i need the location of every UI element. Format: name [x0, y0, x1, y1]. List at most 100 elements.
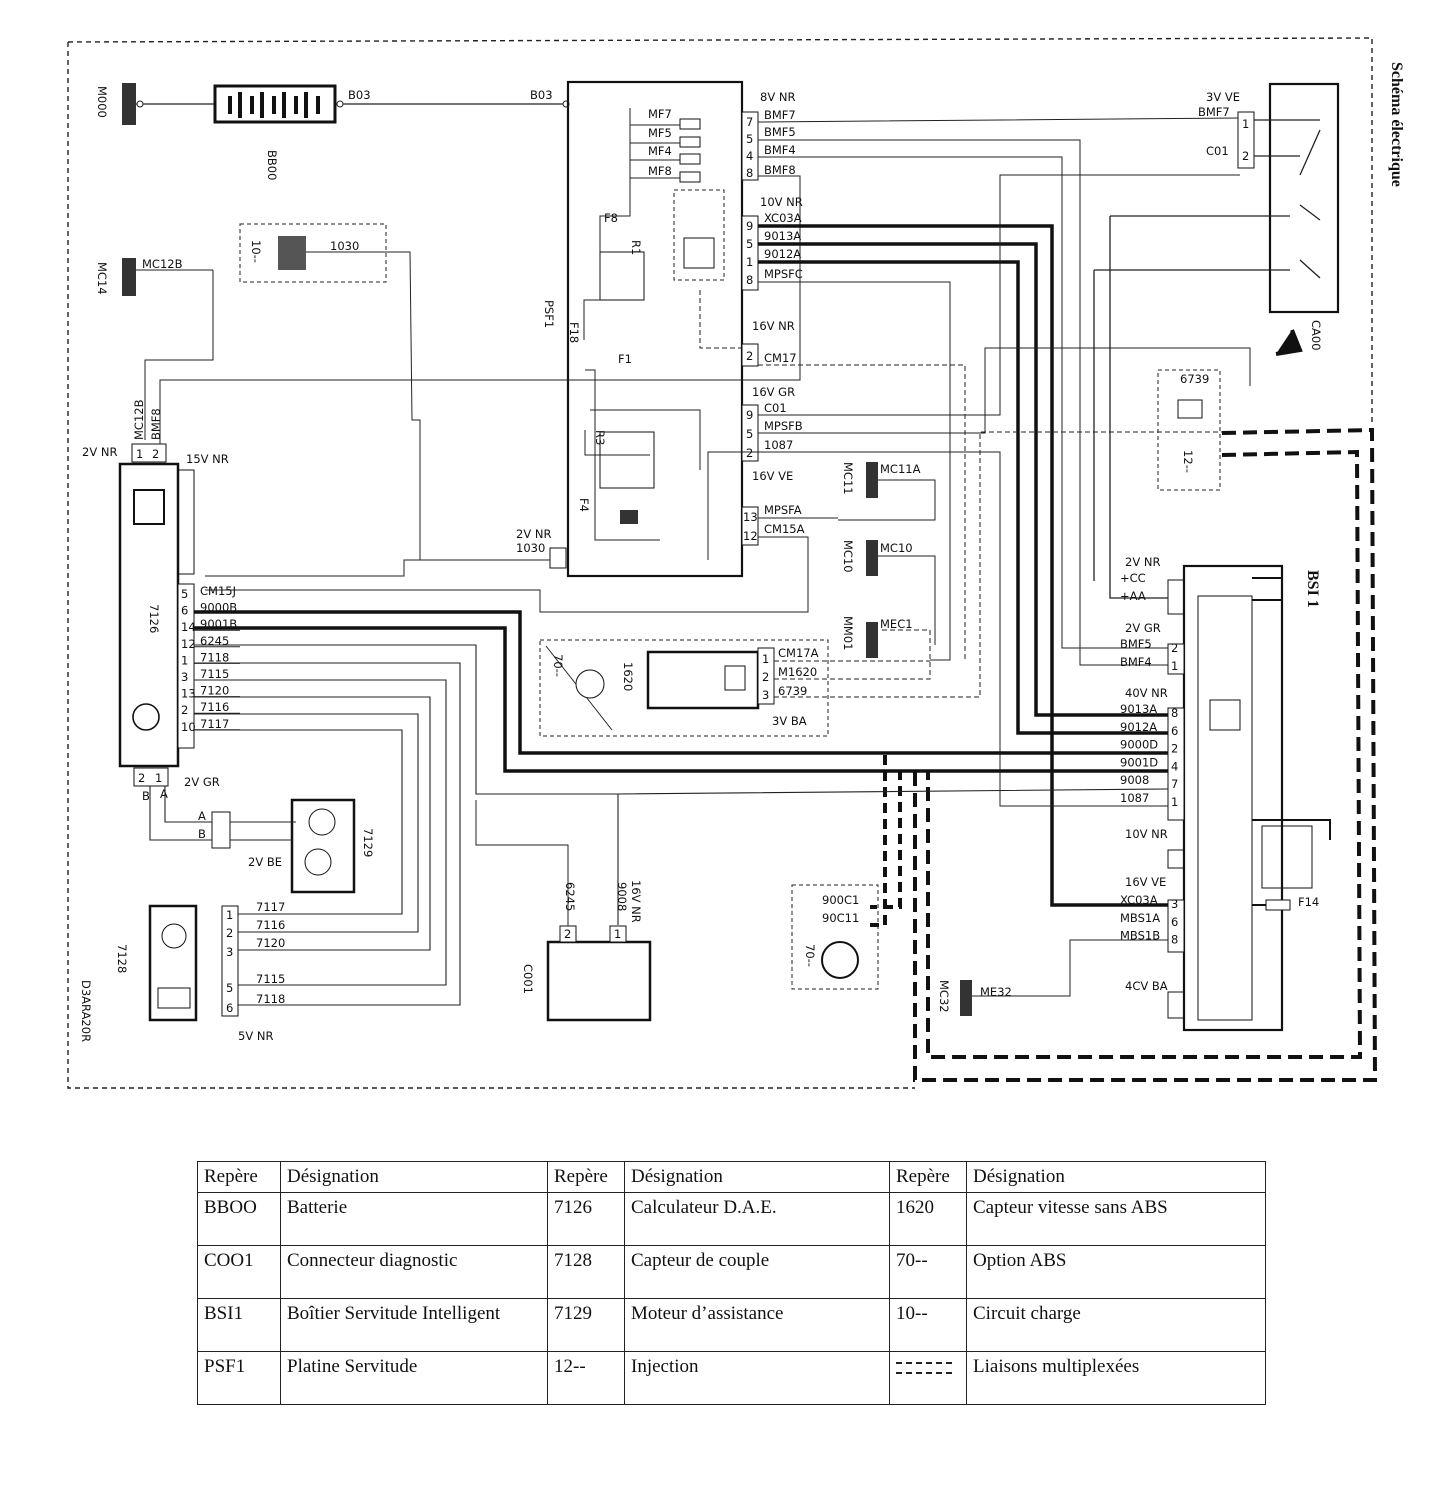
- bsi-box: F14 BSI 1: [1167, 564, 1331, 1032]
- pin: 8: [746, 273, 753, 287]
- ground-mc10: MC10 MC10: [841, 540, 936, 645]
- abs-label: 70--: [803, 944, 817, 967]
- bsi-fuse-label: F14: [1298, 895, 1319, 909]
- legend-row: BSI1 Boîtier Servitude Intelligent 7129 …: [197, 1298, 1266, 1352]
- wire-1087: 1087: [764, 438, 793, 452]
- ground-mc14-label: MC14: [95, 262, 109, 295]
- ecu-wire-label: 7115: [200, 667, 229, 681]
- wire-bmf5: BMF5: [764, 125, 796, 139]
- psf1-conn-16v-ve-label: 16V VE: [752, 469, 793, 483]
- diag-wire-6245: 6245: [563, 882, 577, 911]
- motor-wire-a: A: [198, 809, 206, 823]
- bsi-pin: 7: [1171, 777, 1178, 791]
- torque-conn-label: 5V NR: [238, 1029, 273, 1043]
- ground-mc11: MC11 MC11A: [838, 462, 936, 521]
- psf1-left-wire: 1030: [516, 541, 545, 555]
- bsi-conn-label: 2V GR: [1125, 621, 1161, 635]
- bsi-wire-label: 9008: [1120, 773, 1149, 787]
- psf1-left-conn-label: 2V NR: [516, 527, 551, 541]
- fuse-mf4: MF4: [648, 144, 672, 158]
- wire-6739: 6739: [778, 684, 807, 698]
- charge-wire-label: 1030: [330, 239, 359, 253]
- psf1-conn-8v-label: 8V NR: [760, 90, 795, 104]
- ecu-label: 7126: [147, 604, 161, 633]
- pin: 2: [746, 446, 753, 460]
- fuse-f1: F1: [618, 352, 632, 366]
- bsi-pin: 2: [1171, 641, 1178, 655]
- pin: 12: [743, 529, 758, 543]
- bsi-conn-label: 10V NR: [1125, 827, 1168, 841]
- wire-mpsfa: MPSFA: [764, 503, 802, 517]
- ecu-pin: 6: [181, 604, 188, 618]
- assist-motor: A B 2V BE 7129: [198, 798, 375, 894]
- abs-wire-1: 900C1: [822, 893, 859, 907]
- bsi-wire-label: 9000D: [1120, 738, 1158, 752]
- legend-cell: 10--: [889, 1298, 967, 1352]
- bsi-wire-label: 9001D: [1120, 755, 1158, 769]
- charge-circuit: 10-- 1030: [239, 223, 550, 561]
- bsi-pin: 6: [1171, 915, 1178, 929]
- multiplex-bus-outer: [913, 427, 1378, 1082]
- torque-sensor: 7128 1 2 3 5 6 7117 7116 7120 7115 7118 …: [79, 900, 285, 1043]
- bsi-wire-label: +CC: [1120, 571, 1146, 585]
- fuse-f4: F4: [577, 498, 591, 512]
- legend-cell: 70--: [889, 1245, 967, 1299]
- legend-cell: Circuit charge: [966, 1298, 1266, 1352]
- legend-cell: Batterie: [280, 1192, 548, 1246]
- psf1-conn-16v-nr-label: 16V NR: [752, 319, 795, 333]
- diagram-title: Schéma électrique: [1388, 62, 1405, 187]
- psf1-connector-10v: 10V NR 9 5 1 8 XC03A 9013A 9012A MPSFC: [741, 195, 1168, 907]
- pin: 2: [746, 349, 753, 363]
- pin: 2: [138, 771, 145, 785]
- legend-cell: 7129: [547, 1298, 625, 1352]
- bsi-pin: 8: [1171, 933, 1178, 947]
- legend-cell: Platine Servitude: [280, 1351, 548, 1405]
- legend-cell: 12--: [547, 1351, 625, 1405]
- fuse-f8: F8: [604, 211, 618, 225]
- pin: 1: [614, 927, 621, 941]
- sensor-label: 1620: [621, 662, 635, 691]
- pin: 1: [746, 255, 753, 269]
- ca00-wire-bmf7: BMF7: [1198, 105, 1230, 119]
- bsi-pin: 1: [1171, 659, 1178, 673]
- ecu-wire-label: 6245: [200, 634, 229, 648]
- pin: 1: [1242, 117, 1249, 131]
- torque-wire-7116: 7116: [256, 918, 285, 932]
- legend-cell: COO1: [197, 1245, 281, 1299]
- legend-cell: BSI1: [197, 1298, 281, 1352]
- legend-cell: Capteur vitesse sans ABS: [966, 1192, 1266, 1246]
- wire-cm17a: CM17A: [778, 646, 819, 660]
- ecu-wire-label: 7117: [200, 717, 229, 731]
- ca00-switch: 3V VE BMF7 C01 1 2 CA00: [1093, 82, 1340, 599]
- ecu-pin: 1: [181, 653, 188, 667]
- ground-m000: M000: [95, 83, 215, 125]
- ground-mc12b-label: MC12B: [142, 257, 183, 271]
- legend-cell: Option ABS: [966, 1245, 1266, 1299]
- pin: 2: [762, 670, 769, 684]
- legend-header: Désignation: [966, 1161, 1266, 1193]
- injection-wire: 6739: [1180, 372, 1209, 386]
- wire-c01: C01: [764, 401, 787, 415]
- pin: 3: [226, 945, 233, 959]
- bsi-conn-label: 16V VE: [1125, 875, 1166, 889]
- legend-header: Repère: [197, 1161, 281, 1193]
- multiplex-line-icon: [896, 1361, 952, 1374]
- legend-cell: 7126: [547, 1192, 625, 1246]
- psf1-connector-16v-gr: 16V GR 9 5 2 C01 MPSFB 1087: [707, 174, 1251, 807]
- pin: 1: [136, 447, 143, 461]
- wire-bmf4: BMF4: [764, 143, 796, 157]
- legend-cell: Liaisons multiplexées: [966, 1351, 1266, 1405]
- pin: 7: [746, 115, 753, 129]
- legend-cell: Capteur de couple: [624, 1245, 890, 1299]
- ecu-side-conn-label: 15V NR: [186, 452, 229, 466]
- bsi-label: BSI 1: [1304, 570, 1321, 608]
- torque-wire-7118: 7118: [256, 992, 285, 1006]
- legend-cell: Boîtier Servitude Intelligent: [280, 1298, 548, 1352]
- diag-connector: 2 1 6245 9008 16V NR C001: [475, 800, 652, 1022]
- bsi-pin: 6: [1171, 724, 1178, 738]
- bsi-wire-label: 9013A: [1120, 702, 1157, 716]
- ecu-bottom-wire-a: A: [160, 787, 168, 801]
- legend-cell: [889, 1351, 967, 1405]
- fuse-mf8: MF8: [648, 164, 672, 178]
- ecu-7126: 7126 2V NR 1 2 MC12B BMF8 15V NR 2V GR 2…: [82, 399, 229, 803]
